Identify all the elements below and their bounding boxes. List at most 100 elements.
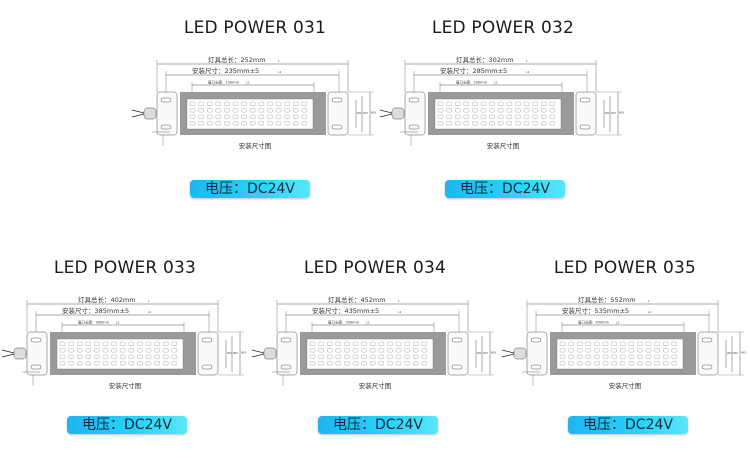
led-chip (85, 348, 91, 353)
led-chip (515, 121, 521, 126)
mounting-slot (530, 337, 542, 343)
led-chip (94, 341, 100, 346)
led-chip (361, 341, 367, 346)
power-wire (1, 353, 15, 358)
led-chip (361, 354, 367, 359)
led-chip (663, 354, 669, 359)
dim-symbol-l1: L1 (526, 70, 530, 74)
led-chip (515, 101, 521, 106)
led-chip (267, 101, 273, 106)
end-cap-right (447, 331, 469, 376)
led-chip (85, 361, 91, 366)
led-chip (480, 101, 487, 106)
led-chip (232, 121, 239, 126)
voltage-badge: 电压：DC24V (67, 416, 187, 434)
window-length-label: 窗口长度：300mm (78, 320, 110, 325)
led-chip (549, 114, 555, 119)
dim-symbol-l: L (398, 299, 400, 303)
led-chip (541, 121, 547, 126)
led-chip (59, 348, 66, 353)
led-chip (532, 108, 538, 113)
led-chip (301, 108, 307, 113)
led-chip (318, 341, 324, 346)
total-length-label: 灯具总长：552mm (578, 295, 636, 304)
led-chip (378, 354, 384, 359)
led-chip (293, 108, 299, 113)
led-chip (207, 108, 213, 113)
led-chip (421, 348, 427, 353)
led-chip (241, 108, 247, 113)
led-chip (404, 348, 410, 353)
led-chip (370, 361, 376, 366)
product-title: LED POWER 033 (53, 258, 197, 278)
led-chip (128, 348, 134, 353)
led-chip (594, 341, 600, 346)
led-chip (568, 348, 574, 353)
led-chip (446, 114, 452, 119)
dim-symbol-w3: W3 (241, 351, 246, 355)
led-chip (628, 341, 634, 346)
led-chip (293, 121, 299, 126)
dim-symbol-l1: L1 (278, 70, 282, 74)
led-chip (77, 341, 83, 346)
dim-symbol-w1: W1 (605, 111, 610, 115)
led-chip (267, 108, 273, 113)
led-chip (171, 348, 177, 353)
led-chip (472, 108, 478, 113)
led-chip (198, 121, 204, 126)
led-chip (654, 361, 660, 366)
led-chip (215, 101, 221, 106)
power-wire (379, 113, 393, 118)
led-chip (404, 354, 410, 359)
led-chip (585, 341, 591, 346)
led-chip (215, 121, 221, 126)
dim-symbol-w3: W3 (741, 351, 746, 355)
led-chip (301, 101, 307, 106)
led-chip (523, 101, 530, 106)
led-chip (637, 354, 643, 359)
led-chip (463, 121, 469, 126)
led-chip (111, 348, 117, 353)
mounting-slot (201, 337, 213, 343)
led-chip (327, 348, 333, 353)
led-chip (198, 101, 204, 106)
led-chip (523, 114, 530, 119)
led-chip (577, 361, 583, 366)
led-chip (498, 101, 504, 106)
end-cap-left (156, 91, 178, 136)
power-wire (379, 109, 393, 114)
led-chip (370, 348, 376, 353)
led-chip (318, 354, 324, 359)
power-wire (131, 113, 145, 118)
mounting-slot (579, 124, 591, 130)
led-chip (585, 348, 591, 353)
led-chip (387, 341, 393, 346)
led-chip (301, 121, 307, 126)
led-chip (602, 348, 609, 353)
mounting-slot (280, 364, 292, 370)
dim-symbol-w3: W3 (619, 111, 624, 115)
dim-symbol-l: L (648, 299, 650, 303)
led-chip (275, 121, 282, 126)
led-chip (594, 354, 600, 359)
led-chip (163, 341, 169, 346)
led-chip (455, 108, 461, 113)
mounting-slot (160, 97, 172, 103)
dim-symbol-l1: L1 (148, 310, 152, 314)
led-chip (207, 114, 213, 119)
led-chip (654, 341, 660, 346)
dim-symbol-w2: W2 (233, 351, 238, 355)
led-chip (370, 341, 376, 346)
led-chip (171, 361, 177, 366)
led-chip (671, 348, 677, 353)
led-chip (68, 361, 74, 366)
led-chip (559, 354, 566, 359)
led-chip (611, 341, 617, 346)
led-chip (68, 354, 74, 359)
led-chip (671, 354, 677, 359)
led-chip (215, 108, 221, 113)
cable-gland (143, 107, 157, 120)
led-chip (387, 361, 393, 366)
